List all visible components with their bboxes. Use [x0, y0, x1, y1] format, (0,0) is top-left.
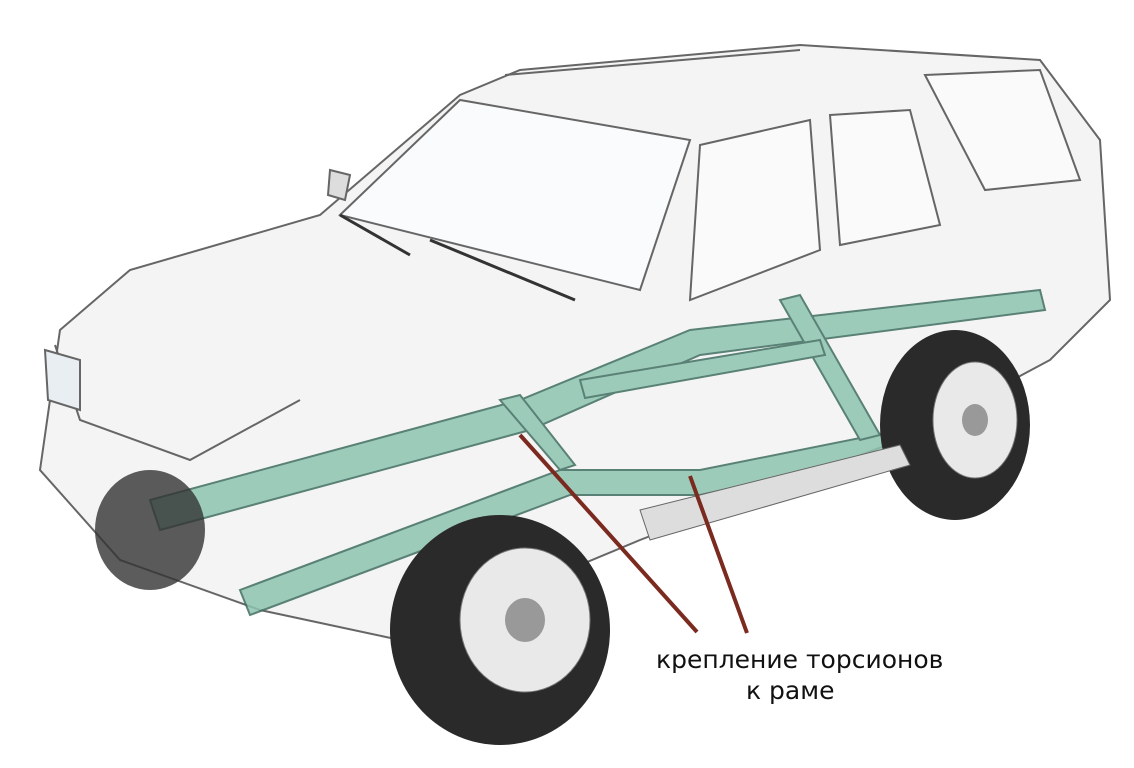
wheels — [95, 330, 1030, 745]
rear-right-wheel — [880, 330, 1030, 520]
front-left-wheel — [95, 470, 205, 590]
chassis-frame — [148, 288, 1047, 617]
annotation-label-line1: крепление торсионов — [656, 645, 944, 674]
running-board — [639, 444, 911, 541]
pointer-line-1 — [518, 433, 699, 634]
pointer-line-2 — [688, 475, 749, 634]
front-right-wheel — [390, 515, 610, 745]
annotation-pointers — [518, 433, 749, 634]
car-body — [38, 43, 1112, 642]
annotation-label-line2: к раме — [746, 676, 835, 705]
